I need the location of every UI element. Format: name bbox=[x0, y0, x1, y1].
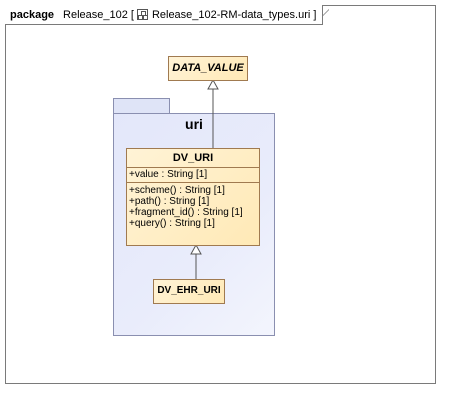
operation: +path() : String [1] bbox=[129, 196, 210, 207]
attribute: +value : String [1] bbox=[129, 169, 208, 180]
operation: +query() : String [1] bbox=[129, 218, 215, 229]
generalization-arrowhead-dv-uri bbox=[190, 243, 202, 255]
frame-keyword: package bbox=[10, 8, 55, 21]
class-name: DV_EHR_URI bbox=[157, 285, 221, 296]
package-title: uri bbox=[185, 116, 203, 132]
class-name: DV_URI bbox=[172, 152, 214, 164]
package-tab bbox=[113, 98, 170, 114]
operation: +scheme() : String [1] bbox=[129, 185, 225, 196]
class-dv-ehr-uri[interactable]: DV_EHR_URI bbox=[153, 279, 225, 304]
attributes-compartment: +value : String [1] bbox=[127, 167, 259, 182]
frame-bracket-close: ] bbox=[313, 8, 317, 21]
frame-bracket-open: [ bbox=[130, 8, 134, 21]
class-name: DATA_VALUE bbox=[172, 62, 244, 74]
frame-header: package Release_102 [ Release_102-RM-dat… bbox=[5, 5, 324, 25]
class-data-value[interactable]: DATA_VALUE bbox=[168, 56, 248, 81]
operation: +fragment_id() : String [1] bbox=[129, 207, 243, 218]
frame-package-name: Release_102 bbox=[63, 8, 128, 21]
class-diagram-icon bbox=[136, 9, 148, 20]
frame-diagram-name: Release_102-RM-data_types.uri bbox=[151, 8, 311, 21]
generalization-arrowhead-data-value bbox=[207, 78, 219, 90]
class-dv-uri[interactable]: DV_URI +value : String [1] +scheme() : S… bbox=[126, 148, 260, 246]
operations-compartment: +scheme() : String [1] +path() : String … bbox=[127, 182, 259, 229]
